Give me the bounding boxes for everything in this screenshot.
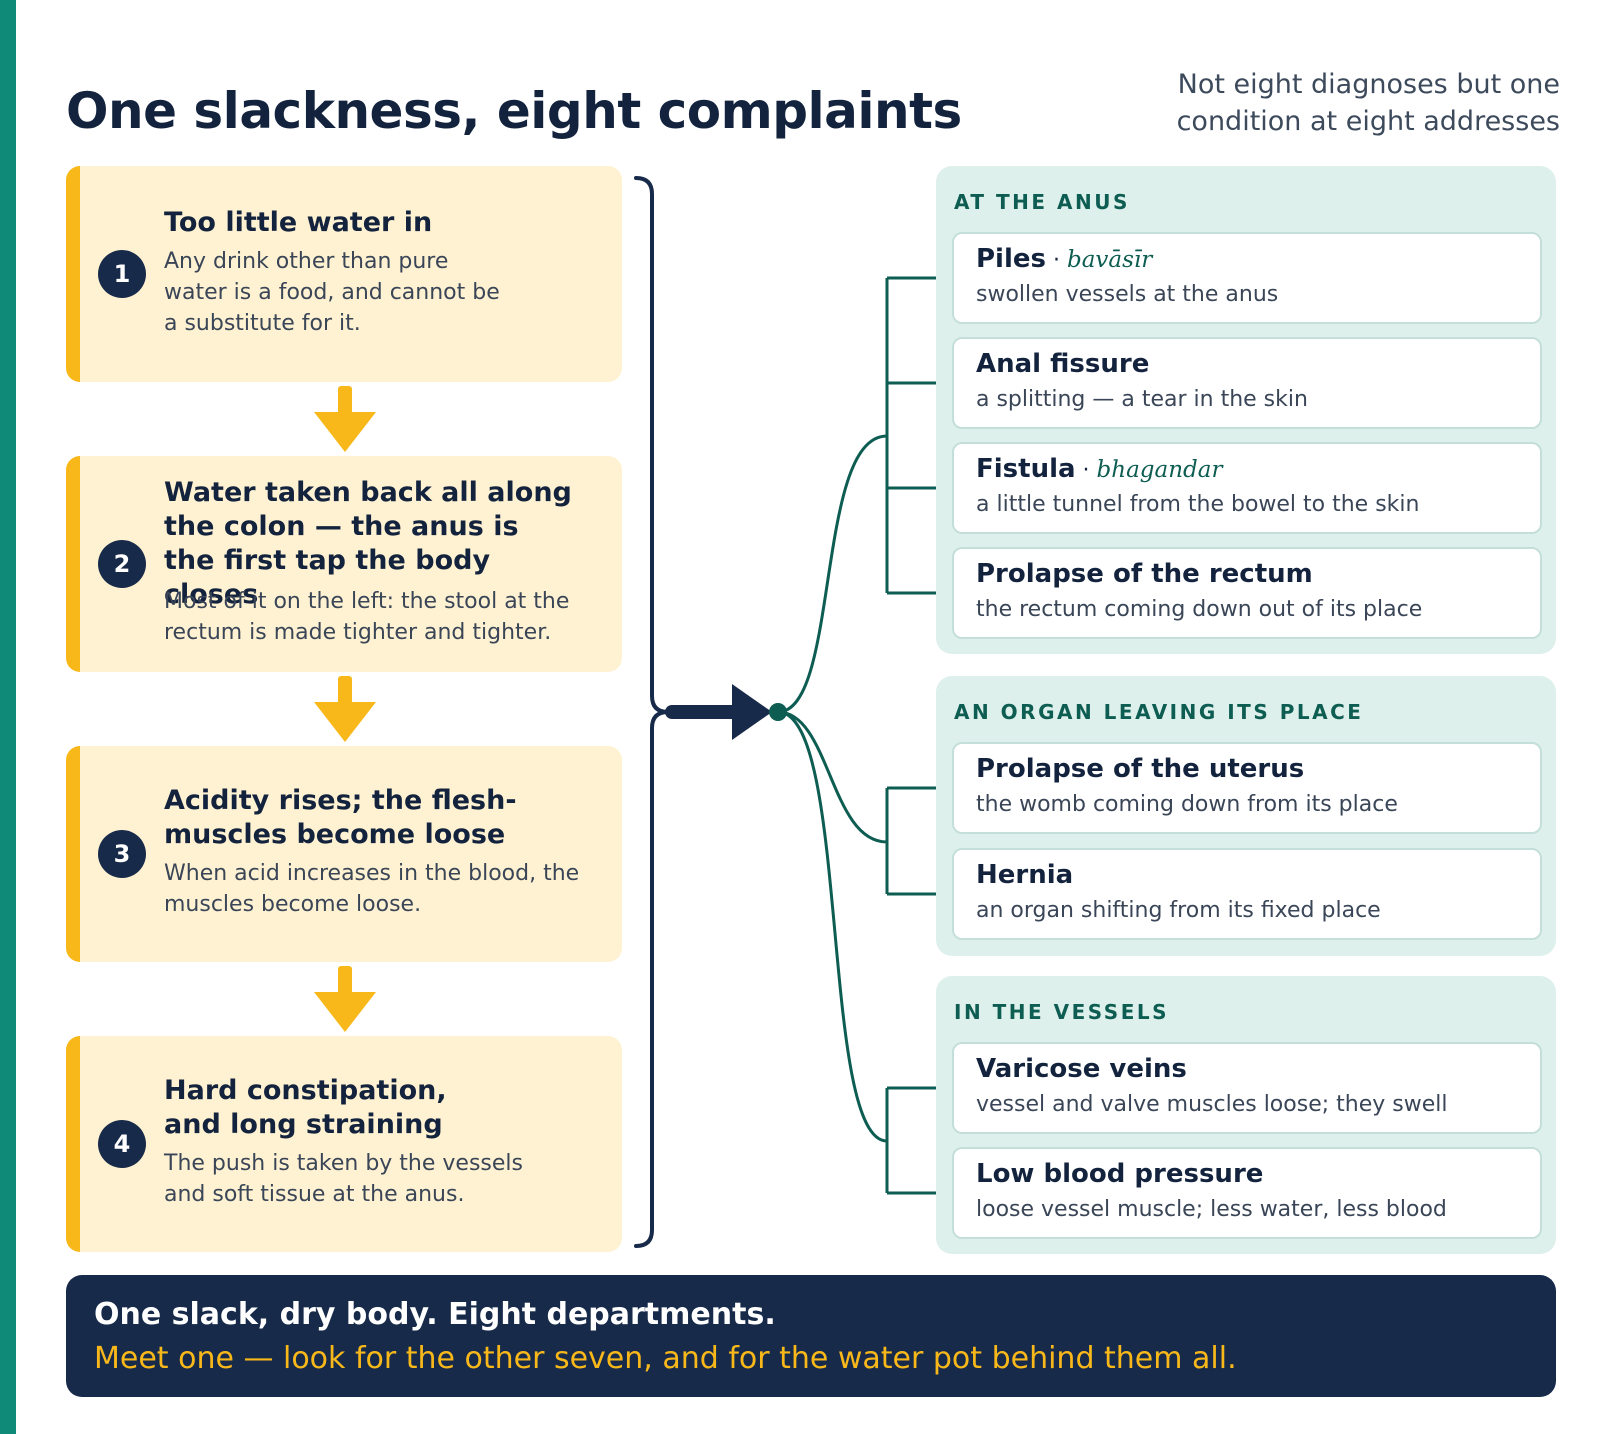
step-body: Most of it on the left: the stool at the… — [164, 589, 570, 645]
curve-to-vessel-group — [777, 710, 888, 1143]
down-arrow-1-shaft — [338, 386, 352, 416]
condition-name: Anal fissure — [976, 349, 1150, 379]
condition-alt-name: bavāsīr — [1066, 247, 1153, 273]
group-in-the-vessels: IN THE VESSELS Varicose veins vessel and… — [936, 976, 1556, 1254]
condition-desc: a little tunnel from the bowel to the sk… — [976, 492, 1420, 517]
condition-card-prolapse-rectum: Prolapse of the rectum the rectum coming… — [952, 547, 1542, 639]
condition-name: Prolapse of the uterus — [976, 754, 1305, 784]
step-title: Hard constipation, and long straining — [164, 1075, 447, 1140]
curve-to-anus-group — [777, 434, 888, 714]
step-number-badge: 3 — [98, 830, 146, 878]
group-label: IN THE VESSELS — [954, 1000, 1170, 1024]
step-body: When acid increases in the blood, the mu… — [164, 861, 580, 917]
step-card-1: 1 Too little water in Any drink other th… — [66, 166, 622, 382]
condition-card-hernia: Hernia an organ shifting from its fixed … — [952, 848, 1542, 940]
step-body: Any drink other than pure water is a foo… — [164, 249, 500, 336]
condition-desc: vessel and valve muscles loose; they swe… — [976, 1092, 1448, 1117]
condition-card-low-blood-pressure: Low blood pressure loose vessel muscle; … — [952, 1147, 1542, 1239]
condition-name: Varicose veins — [976, 1054, 1187, 1084]
condition-desc: swollen vessels at the anus — [976, 282, 1279, 307]
down-arrow-3-head — [314, 992, 376, 1032]
step-body: The push is taken by the vessels and sof… — [164, 1151, 523, 1207]
summary-advice: Meet one — look for the other seven, and… — [94, 1341, 1237, 1376]
step-number-badge: 4 — [98, 1120, 146, 1168]
down-arrow-2-shaft — [338, 676, 352, 706]
condition-card-varicose-veins: Varicose veins vessel and valve muscles … — [952, 1042, 1542, 1134]
summary-banner: One slack, dry body. Eight departments. … — [66, 1275, 1556, 1397]
left-accent-rule — [0, 0, 16, 1434]
steps-bracket — [634, 176, 669, 1248]
step-number-badge: 1 — [98, 250, 146, 298]
step-card-2: 2 Water taken back all along the colon —… — [66, 456, 622, 672]
group-label: AT THE ANUS — [954, 190, 1130, 214]
page-subtitle: Not eight diagnoses but one condition at… — [1176, 69, 1560, 137]
down-arrow-3-shaft — [338, 966, 352, 996]
group-at-the-anus: AT THE ANUS Piles · bavāsīr swollen vess… — [936, 166, 1556, 654]
condition-name: Low blood pressure — [976, 1159, 1264, 1189]
step-title: Too little water in — [164, 207, 433, 238]
step-title: Acidity rises; the flesh-muscles become … — [164, 785, 517, 850]
condition-name: Fistula · bhagandar — [976, 454, 1223, 484]
down-arrow-2-head — [314, 702, 376, 742]
step-title: Water taken back all along the colon — t… — [164, 477, 572, 610]
condition-desc: an organ shifting from its fixed place — [976, 898, 1381, 923]
step-card-4: 4 Hard constipation, and long straining … — [66, 1036, 622, 1252]
curve-to-organ-group — [777, 710, 888, 844]
condition-desc: a splitting — a tear in the skin — [976, 387, 1308, 412]
condition-name: Piles · bavāsīr — [976, 244, 1153, 274]
page-title: One slackness, eight complaints — [66, 82, 962, 140]
condition-card-fistula: Fistula · bhagandar a little tunnel from… — [952, 442, 1542, 534]
condition-card-prolapse-uterus: Prolapse of the uterus the womb coming d… — [952, 742, 1542, 834]
condition-card-piles: Piles · bavāsīr swollen vessels at the a… — [952, 232, 1542, 324]
condition-alt-name: bhagandar — [1096, 457, 1223, 483]
summary-headline: One slack, dry body. Eight departments. — [94, 1297, 776, 1332]
condition-name: Prolapse of the rectum — [976, 559, 1313, 589]
step-number-badge: 2 — [98, 540, 146, 588]
condition-name: Hernia — [976, 860, 1074, 890]
condition-desc: the rectum coming down out of its place — [976, 597, 1423, 622]
main-arrow-head — [732, 684, 772, 740]
condition-desc: loose vessel muscle; less water, less bl… — [976, 1197, 1447, 1222]
down-arrow-1-head — [314, 412, 376, 452]
condition-desc: the womb coming down from its place — [976, 792, 1398, 817]
step-card-3: 3 Acidity rises; the flesh-muscles becom… — [66, 746, 622, 962]
group-organ-leaving-place: AN ORGAN LEAVING ITS PLACE Prolapse of t… — [936, 676, 1556, 956]
condition-card-anal-fissure: Anal fissure a splitting — a tear in the… — [952, 337, 1542, 429]
group-label: AN ORGAN LEAVING ITS PLACE — [954, 700, 1364, 724]
